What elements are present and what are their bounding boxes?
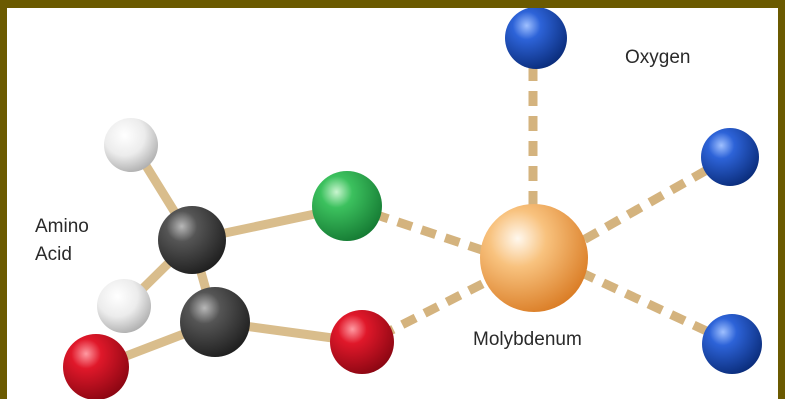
red-oxygen-atom-right bbox=[330, 310, 394, 374]
blue-oxygen-atom-top bbox=[505, 8, 567, 69]
molybdenum-label: Molybdenum bbox=[473, 329, 582, 350]
carbon-atom-lower bbox=[180, 287, 250, 357]
blue-oxygen-atom-lower bbox=[702, 314, 762, 374]
amino-label-line2: Acid bbox=[35, 244, 72, 265]
amino-label-line1: Amino bbox=[35, 216, 89, 237]
hydrogen-atom-top bbox=[104, 118, 158, 172]
red-oxygen-atom-left bbox=[63, 334, 129, 399]
dash-mo-s bbox=[372, 209, 484, 255]
hydrogen-atom-bottom bbox=[97, 279, 151, 333]
carbon-atom-upper bbox=[158, 206, 226, 274]
dash-mo-o2 bbox=[377, 275, 493, 341]
molybdenum-atom bbox=[480, 204, 588, 312]
blue-oxygen-atom-right bbox=[701, 128, 759, 186]
green-donor-atom bbox=[312, 171, 382, 241]
coordination-bonds bbox=[372, 66, 732, 347]
oxygen-label: Oxygen bbox=[625, 47, 691, 68]
amino-acid-label: Amino Acid bbox=[35, 213, 89, 269]
dash-mo-right-o bbox=[577, 154, 731, 246]
dash-mo-lower-o bbox=[578, 267, 732, 347]
